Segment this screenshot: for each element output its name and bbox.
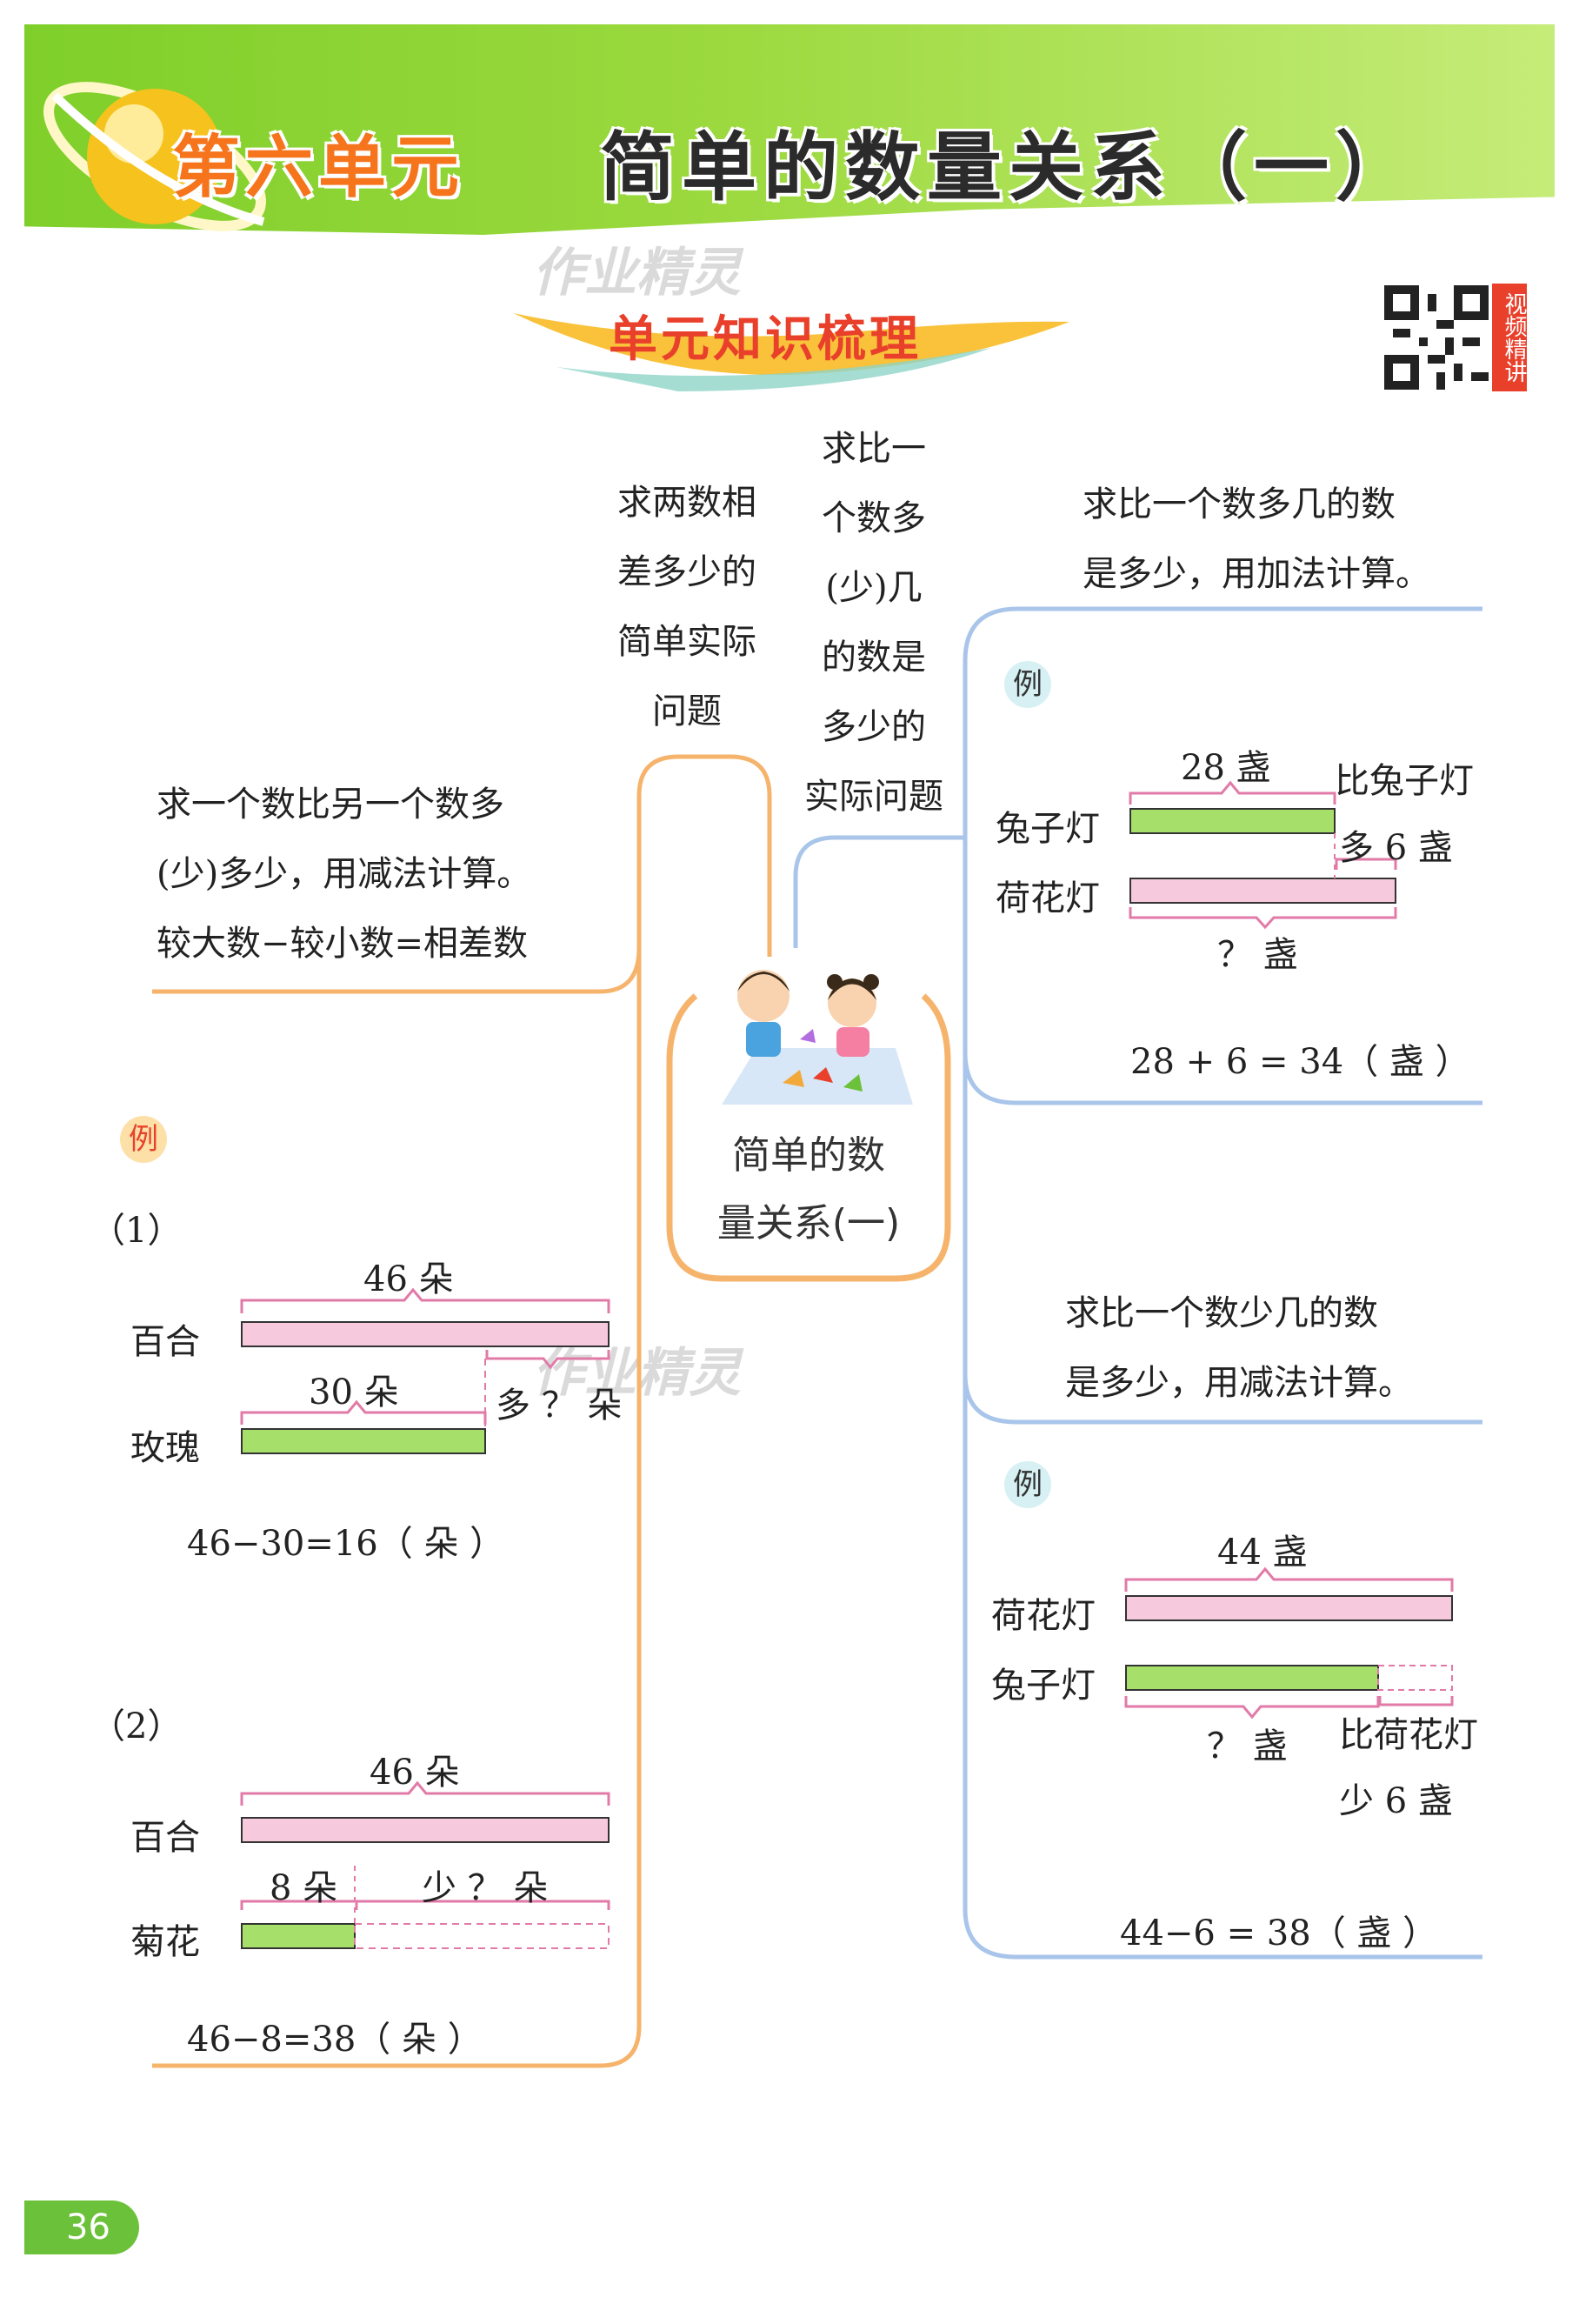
ex1-equation: 46−30=16（ 朵 ） (187, 1524, 505, 1564)
section-title: 单元知识梳理 (609, 311, 922, 368)
main-title: 简单的数量关系（一） (600, 124, 1417, 211)
ex2-equation: 46−8=38（ 朵 ） (187, 2020, 483, 2060)
watermark: 作业精灵 (532, 1343, 741, 1404)
example-badge: 例 (1004, 661, 1051, 708)
children-illustration (722, 970, 913, 1105)
brace-lotus-total (1129, 907, 1397, 930)
less-note-1: 比荷花灯 (1339, 1715, 1478, 1755)
ex1-row2: 玫瑰 (130, 1428, 200, 1468)
less-rule: 求比一个数少几的数 是多少，用减法计算。 (1065, 1293, 1413, 1403)
bar-rabbit-lamp (1129, 808, 1336, 834)
more-top-label: 28 盏 (1181, 748, 1271, 788)
section-ribbon (513, 313, 1069, 391)
brace-lotus-44 (1124, 1566, 1454, 1592)
center-node-line1: 简单的数 (732, 1133, 885, 1178)
ex2-diff-label: 少 ？ 朵 (422, 1868, 549, 1908)
more-note-2: 多 6 盏 (1339, 828, 1453, 868)
more-row2: 荷花灯 (996, 878, 1100, 918)
bar-chrysanthemum (241, 1923, 356, 1949)
ex2-row1: 百合 (130, 1818, 200, 1858)
brace-lily-46 (240, 1287, 610, 1313)
brace-lily-46-b (240, 1780, 610, 1806)
right-branch-line (793, 835, 965, 948)
left-trunk-line (152, 948, 642, 2068)
center-node-line2: 量关系(一) (716, 1201, 901, 1245)
ex1-row1: 百合 (130, 1322, 200, 1362)
qr-label: 视频精讲 (1492, 284, 1527, 391)
ex2-small-label: 8 朵 (270, 1868, 338, 1908)
page-number: 36 (24, 2200, 139, 2254)
bar-chrysanthemum-gap (354, 1923, 610, 1949)
bar-lotus-lamp-2 (1125, 1595, 1453, 1621)
qr-code-icon[interactable] (1384, 285, 1489, 390)
ex1-top-label: 46 朵 (363, 1259, 454, 1299)
brace-diff-1 (485, 1350, 610, 1370)
example-badge: 例 (1004, 1461, 1051, 1508)
ex2-index: （2） (90, 1706, 183, 1746)
ex2-top-label: 46 朵 (370, 1753, 460, 1793)
more-less-heading: 求比一 个数多 (少)几 的数是 多少的 实际问题 (804, 429, 943, 817)
ex1-diff-label: 多 ？ 朵 (496, 1386, 623, 1426)
less-equation: 44−6 = 38（ 盏 ） (1120, 1913, 1438, 1953)
right-trunk-line (963, 606, 1482, 662)
bar-lily (241, 1321, 610, 1347)
ex2-row2: 菊花 (130, 1922, 200, 1962)
right-trunk-line (963, 1374, 1482, 1960)
header-banner (24, 24, 1555, 235)
bar-lotus-lamp (1129, 878, 1396, 904)
brace-small-8 (240, 1900, 355, 1910)
center-node: 简单的数 量关系(一) (661, 1122, 956, 1258)
unit-title: 第六单元 (172, 129, 465, 207)
more-row1: 兔子灯 (996, 809, 1100, 849)
planet-logo-icon (43, 82, 266, 231)
less-top-label: 44 盏 (1217, 1533, 1308, 1573)
center-node-frame (666, 993, 951, 1282)
brace-diff-2 (355, 1900, 610, 1910)
more-bottom-label: ？ 盏 (1217, 935, 1298, 975)
less-note-2: 少 6 盏 (1339, 1781, 1453, 1821)
less-row2: 兔子灯 (991, 1666, 1096, 1706)
bar-rabbit-lamp-2 (1125, 1665, 1379, 1691)
brace-rabbit-total (1124, 1696, 1380, 1720)
more-rule: 求比一个数多几的数 是多少，用加法计算。 (1083, 484, 1430, 594)
bar-rose (241, 1428, 486, 1454)
bar-rabbit-gap (1377, 1665, 1453, 1691)
less-bottom-label: ？ 盏 (1207, 1726, 1288, 1766)
less-row1: 荷花灯 (991, 1596, 1096, 1636)
ex1-mid-label: 30 朵 (309, 1372, 399, 1412)
more-equation: 28 + 6 = 34（ 盏 ） (1130, 1042, 1470, 1082)
left-branch-line (152, 754, 772, 994)
example-badge: 例 (120, 1116, 167, 1163)
watermark: 作业精灵 (532, 243, 741, 304)
ex1-index: （1） (90, 1211, 183, 1251)
bar-lily-b (241, 1817, 610, 1843)
difference-heading: 求两数相 差多少的 简单实际 问题 (617, 483, 756, 731)
brace-less-6 (1378, 1696, 1454, 1706)
more-note-1: 比兔子灯 (1335, 761, 1474, 801)
difference-rule: 求一个数比另一个数多 (少)多少，用减法计算。 较大数−较小数=相差数 (157, 785, 532, 964)
brace-rabbit-28 (1129, 780, 1336, 805)
brace-extra-6 (1335, 858, 1397, 870)
